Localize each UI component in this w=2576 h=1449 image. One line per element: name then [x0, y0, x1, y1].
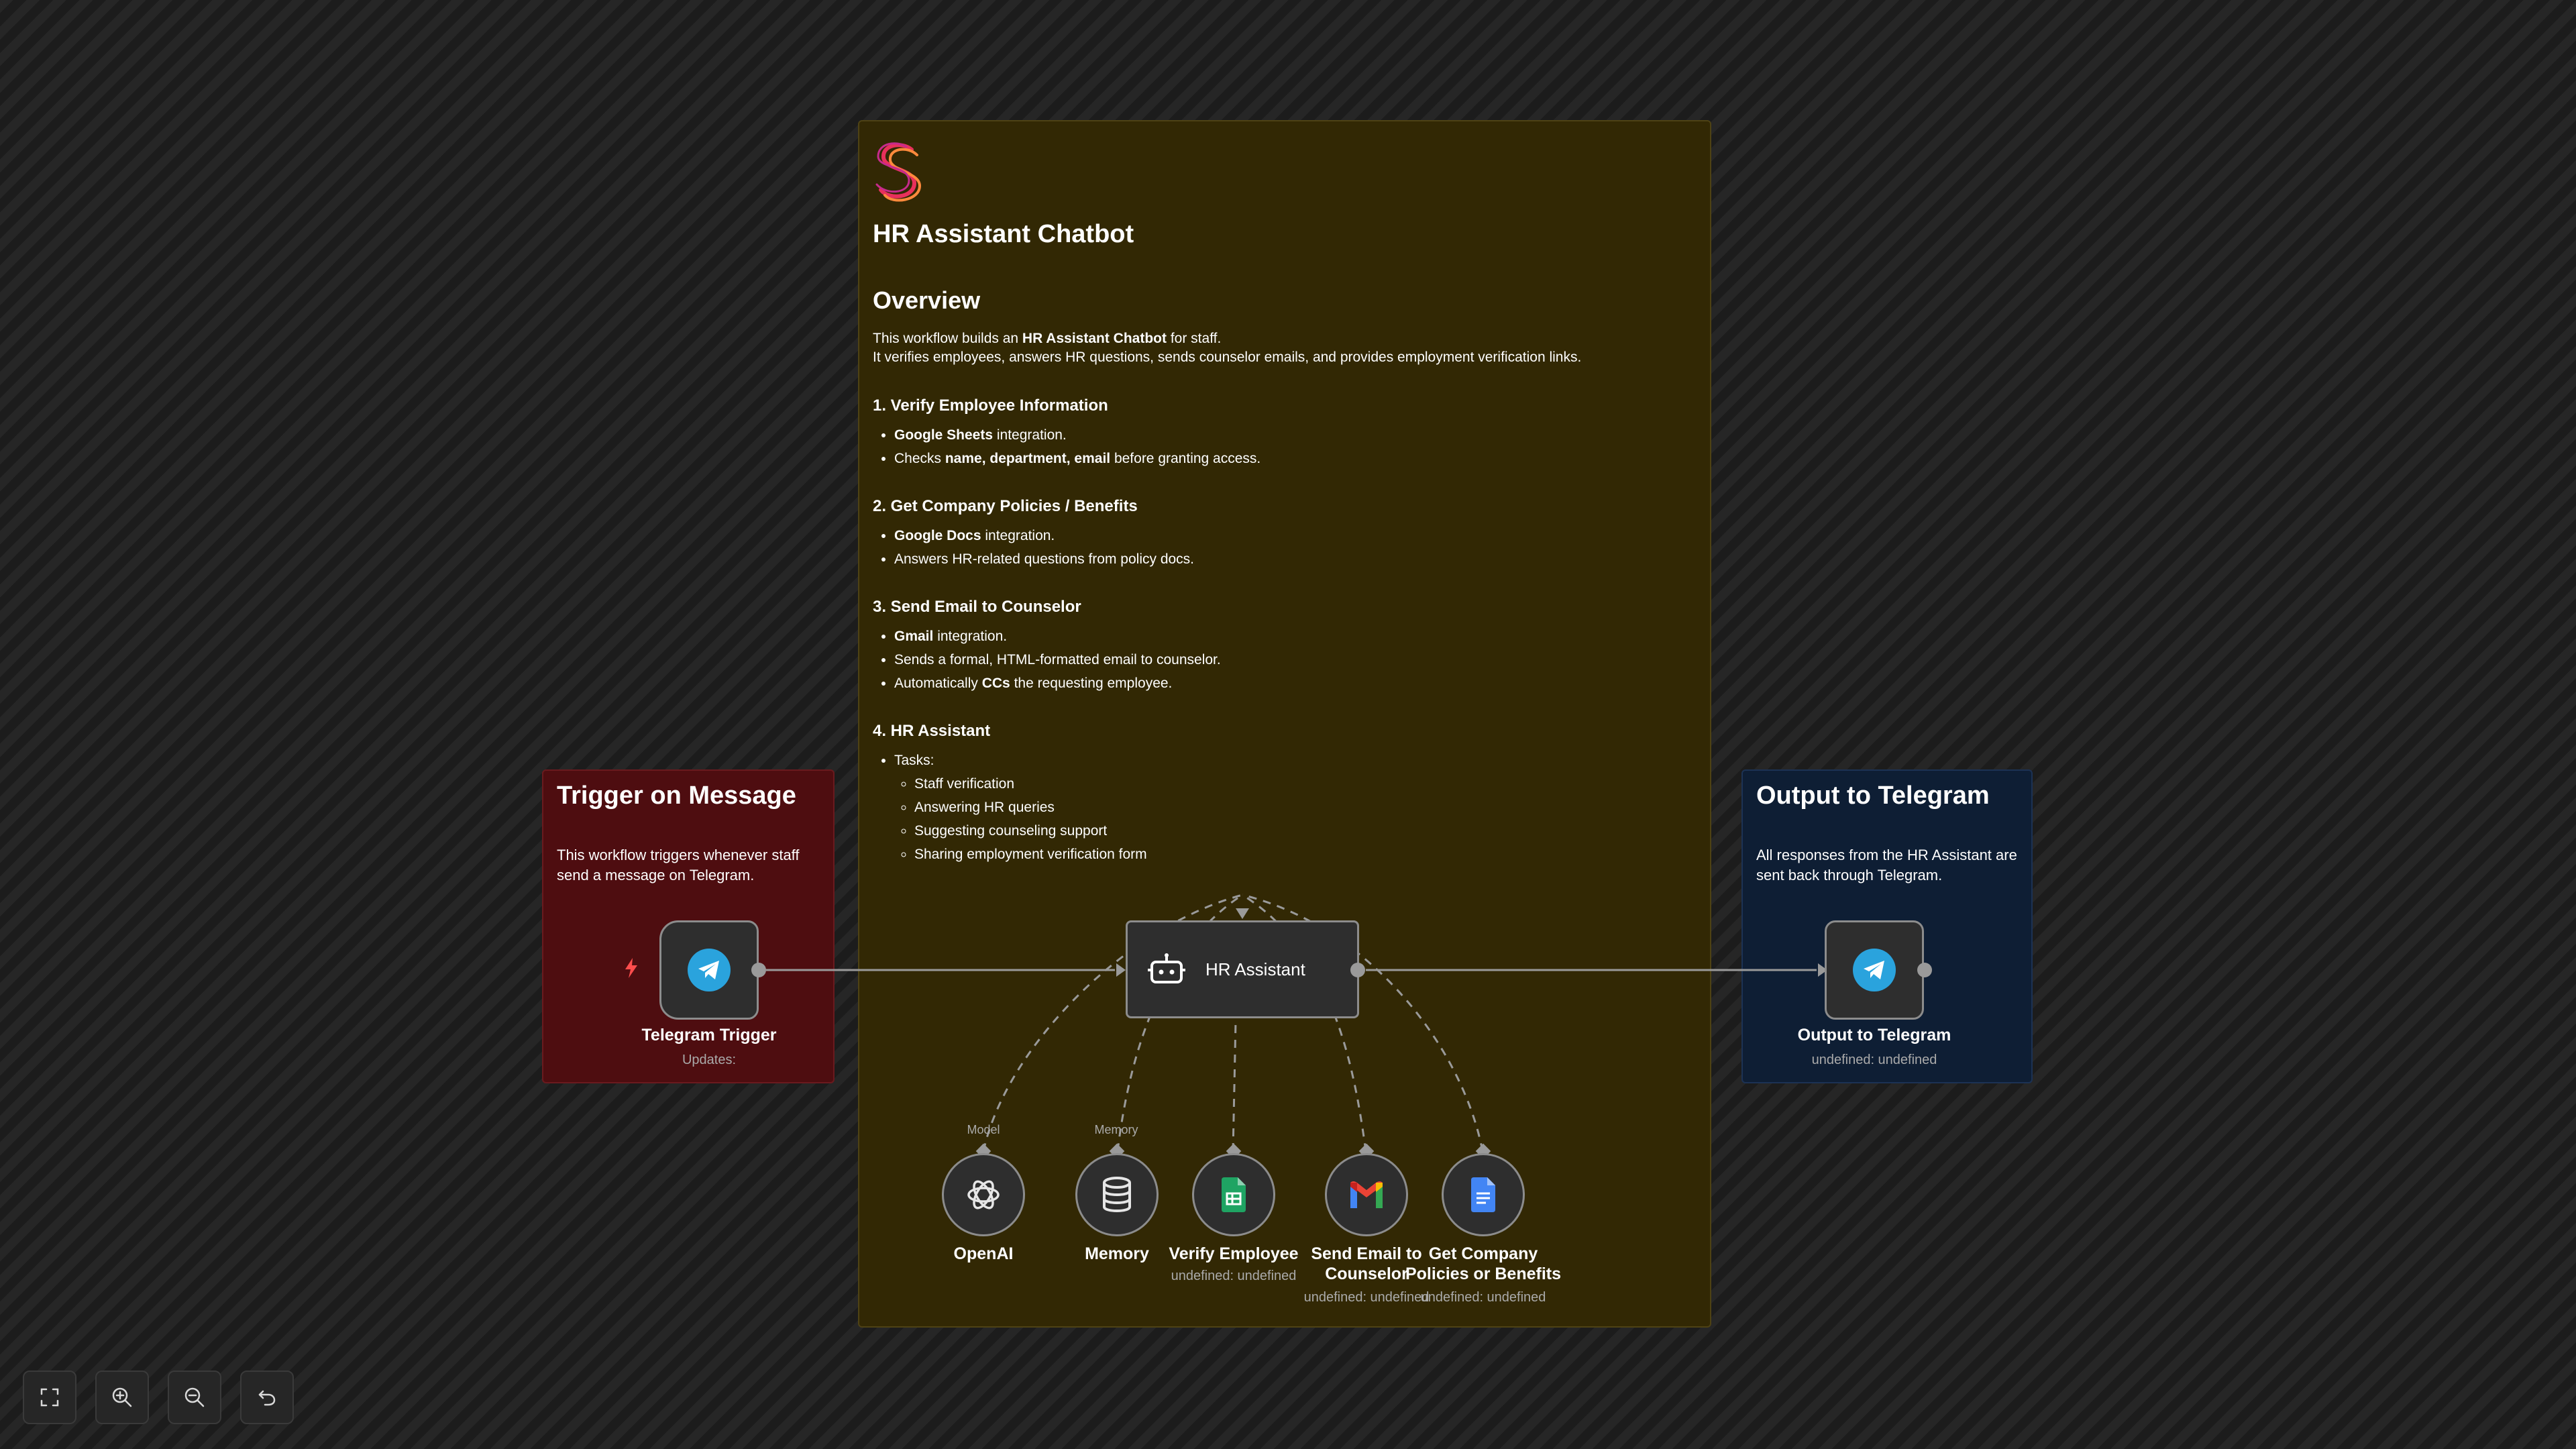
telegram-trigger-subtitle: Updates: — [682, 1053, 737, 1067]
verify-employee-label: Verify Employee — [1169, 1244, 1299, 1263]
overview-heading: Overview — [873, 286, 981, 314]
undo-button[interactable] — [240, 1371, 294, 1424]
hr-assistant-label: HR Assistant — [1205, 959, 1305, 979]
openai-icon — [967, 1180, 1000, 1210]
list-item: Answers HR-related questions from policy… — [894, 547, 1697, 571]
trigger-bolt-icon — [625, 958, 637, 978]
output-telegram-subtitle: undefined: undefined — [1811, 1053, 1937, 1067]
intro-line-1: This workflow builds an HR Assistant Cha… — [873, 331, 1222, 346]
output-telegram-label: Output to Telegram — [1797, 1026, 1951, 1044]
google-docs-icon — [1471, 1177, 1495, 1212]
list-item: Checks name, department, email before gr… — [894, 447, 1697, 470]
output-handle[interactable] — [1917, 963, 1932, 977]
section-heading-email: 3. Send Email to Counselor — [873, 598, 1081, 616]
undo-icon — [258, 1390, 276, 1406]
section-heading-verify: 1. Verify Employee Information — [873, 396, 1108, 415]
memory-port-label: Memory — [1094, 1123, 1138, 1136]
output-note-text: All responses from the HR Assistant are … — [1756, 847, 2017, 883]
gmail-icon — [1350, 1181, 1383, 1208]
telegram-trigger-node[interactable] — [659, 920, 759, 1020]
zoom-in-button[interactable] — [95, 1371, 149, 1424]
zoom-out-icon — [184, 1387, 205, 1407]
list-item: Google Docs integration. — [894, 524, 1697, 547]
list-item: Sends a formal, HTML-formatted email to … — [894, 648, 1697, 672]
memory-label: Memory — [1085, 1244, 1149, 1263]
output-telegram-node[interactable] — [1825, 920, 1924, 1020]
zoom-out-button[interactable] — [168, 1371, 221, 1424]
trigger-note-title: Trigger on Message — [557, 782, 796, 810]
section-heading-policies: 2. Get Company Policies / Benefits — [873, 497, 1138, 515]
openai-node[interactable] — [942, 1153, 1025, 1236]
section-list-email: Gmail integration. Sends a formal, HTML-… — [873, 625, 1697, 695]
telegram-icon — [1853, 949, 1896, 991]
get-policies-subtitle: undefined: undefined — [1420, 1290, 1546, 1305]
send-email-subtitle: undefined: undefined — [1303, 1290, 1430, 1305]
trigger-note-text: This workflow triggers whenever staff se… — [557, 847, 800, 883]
list-item: Tasks: Staff verification Answering HR q… — [894, 749, 1697, 866]
intro-line-2: It verifies employees, answers HR questi… — [873, 350, 1582, 365]
list-item: Answering HR queries — [914, 796, 1697, 819]
note-title: HR Assistant Chatbot — [873, 220, 1134, 248]
tasks-list: Staff verification Answering HR queries … — [894, 772, 1697, 866]
memory-node[interactable] — [1075, 1153, 1159, 1236]
list-item: Automatically CCs the requesting employe… — [894, 672, 1697, 695]
section-list-verify: Google Sheets integration. Checks name, … — [873, 423, 1697, 470]
list-item: Suggesting counseling support — [914, 819, 1697, 843]
verify-employee-node[interactable] — [1192, 1153, 1275, 1236]
output-handle[interactable] — [1350, 963, 1365, 977]
robot-icon — [1148, 953, 1185, 983]
zoom-in-icon — [112, 1387, 132, 1407]
list-item: Sharing employment verification form — [914, 843, 1697, 866]
send-email-node[interactable] — [1325, 1153, 1408, 1236]
section-list-assistant: Tasks: Staff verification Answering HR q… — [873, 749, 1697, 866]
list-item: Staff verification — [914, 772, 1697, 796]
list-item: Google Sheets integration. — [894, 423, 1697, 447]
list-item: Gmail integration. — [894, 625, 1697, 648]
database-icon — [1103, 1177, 1131, 1212]
verify-employee-subtitle: undefined: undefined — [1171, 1269, 1297, 1283]
telegram-icon — [688, 949, 731, 991]
output-handle[interactable] — [751, 963, 766, 977]
workflow-logo-icon — [875, 142, 922, 202]
hr-assistant-node[interactable]: HR Assistant — [1126, 920, 1359, 1018]
get-policies-node[interactable] — [1442, 1153, 1525, 1236]
google-sheets-icon — [1222, 1177, 1246, 1212]
model-port-label: Model — [967, 1123, 1000, 1136]
telegram-trigger-label: Telegram Trigger — [641, 1026, 777, 1044]
section-heading-assistant: 4. HR Assistant — [873, 722, 991, 740]
output-note-title: Output to Telegram — [1756, 782, 1990, 810]
openai-label: OpenAI — [953, 1244, 1014, 1263]
fullscreen-icon — [40, 1388, 59, 1407]
fit-view-button[interactable] — [23, 1371, 76, 1424]
section-list-policies: Google Docs integration. Answers HR-rela… — [873, 524, 1697, 571]
